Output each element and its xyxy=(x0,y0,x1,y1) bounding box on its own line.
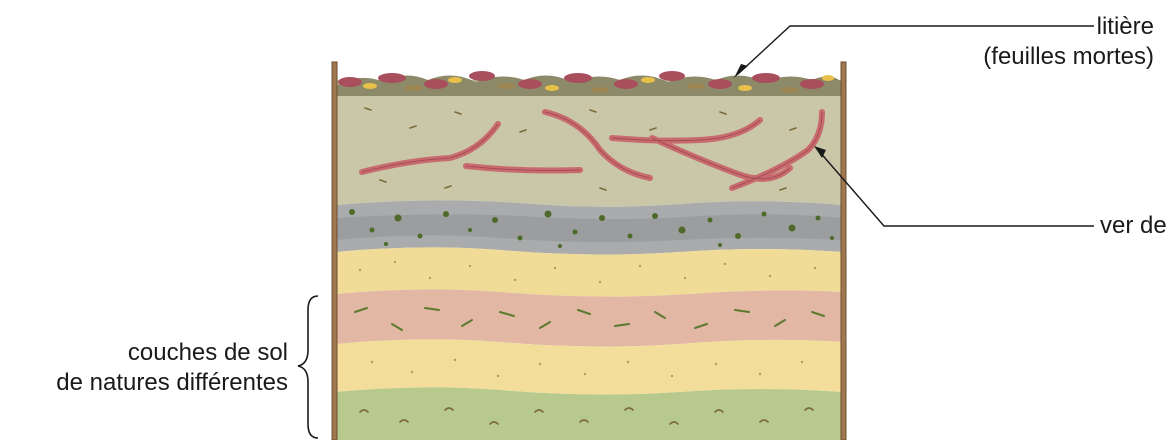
soil-layer-topsoil xyxy=(336,80,842,207)
label-litter-subtitle: (feuilles mortes) xyxy=(983,42,1154,72)
soil-layer-pink xyxy=(336,289,842,346)
soil-layer-yellow-sand xyxy=(336,247,842,296)
label-soil-layers: couches de sol de natures différentes xyxy=(56,338,288,398)
soil-layer-green xyxy=(336,387,842,440)
litter-layer xyxy=(336,71,842,96)
soil-layer-yellow-2 xyxy=(336,339,842,394)
label-soil-layers-line1: couches de sol xyxy=(56,338,288,368)
label-litter-title: litière xyxy=(983,12,1154,42)
label-soil-layers-line2: de natures différentes xyxy=(56,368,288,398)
label-earthworm: ver de terre xyxy=(1100,211,1168,241)
layers-brace xyxy=(298,296,318,438)
label-litter: litière (feuilles mortes) xyxy=(983,12,1154,72)
